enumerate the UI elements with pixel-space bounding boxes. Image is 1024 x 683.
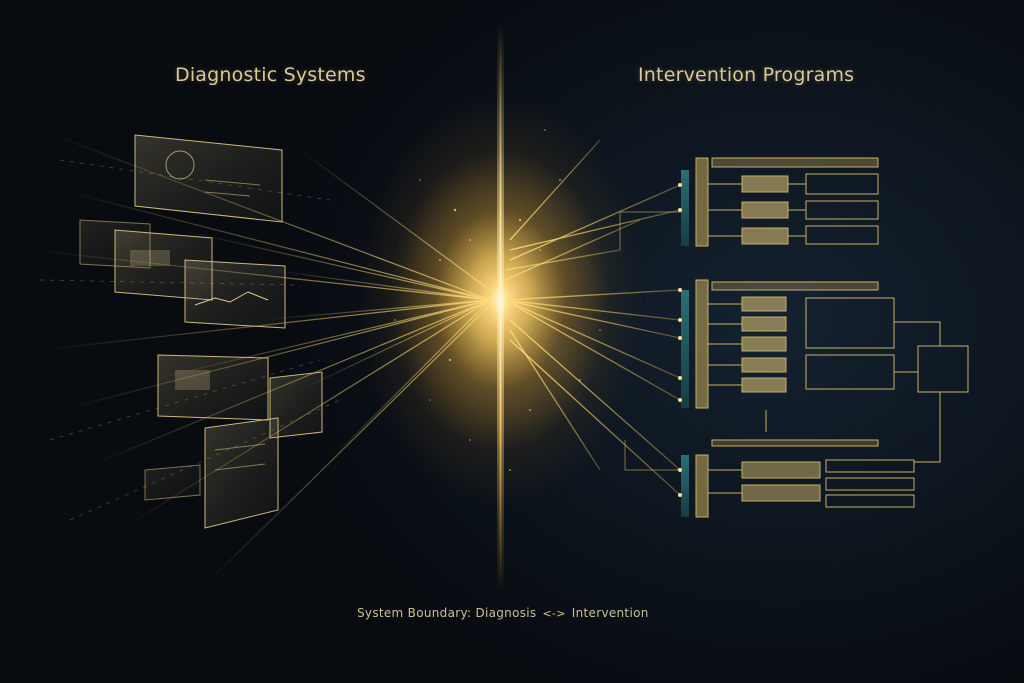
diagnostic-panel	[269, 371, 323, 439]
intervention-structures	[619, 157, 969, 518]
intervention-programs-title: Intervention Programs	[638, 64, 855, 86]
program-block-2	[681, 279, 969, 432]
caption-suffix: Intervention	[571, 606, 649, 620]
diagnostic-panel	[144, 464, 201, 501]
caption-prefix: System Boundary: Diagnosis	[357, 606, 537, 620]
particle-field	[394, 129, 601, 471]
diagnostic-panel	[157, 354, 269, 421]
program-block-1	[681, 157, 879, 247]
diagnostic-panel	[134, 134, 283, 223]
right-data-streaks	[504, 139, 681, 496]
diagnostic-panel	[184, 259, 286, 329]
system-boundary-caption: System Boundary: Diagnosis <-> Interventio…	[357, 606, 649, 620]
diagnostic-systems-title: Diagnostic Systems	[175, 64, 366, 86]
connector-nodes	[678, 183, 682, 497]
program-block-3	[681, 392, 941, 518]
boundary-beam	[497, 25, 504, 590]
diagnostic-panel	[204, 417, 279, 529]
diagnostic-screens	[79, 134, 323, 529]
bidirectional-arrow-icon: <->	[542, 607, 566, 620]
